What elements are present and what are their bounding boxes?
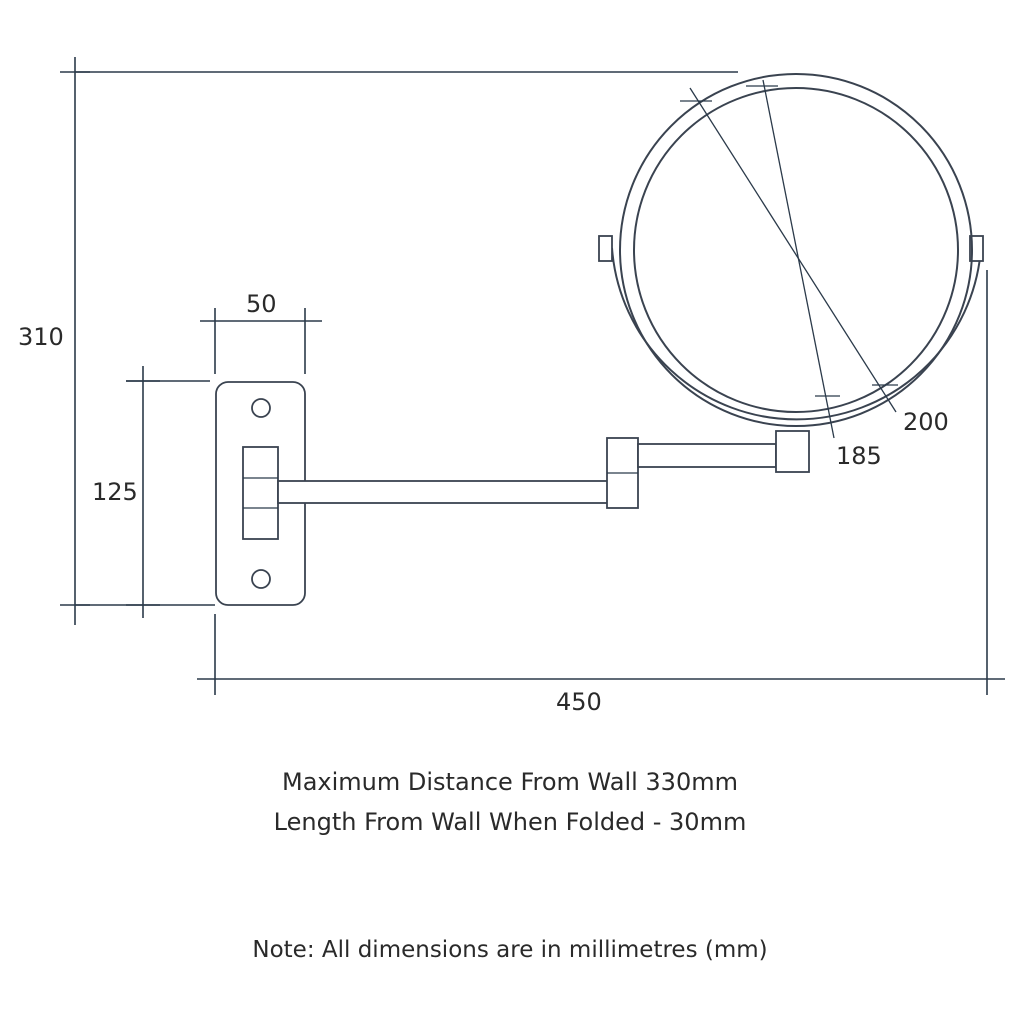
mirror-pivot-left bbox=[598, 235, 613, 262]
mirror-diameter-leaders: 200 185 bbox=[680, 79, 949, 470]
plate-height-label: 125 bbox=[92, 478, 138, 506]
elbow-joint bbox=[606, 437, 639, 509]
plate-height-dimension: 125 bbox=[92, 366, 210, 618]
plate-hinge bbox=[242, 446, 279, 540]
overall-width-dimension: 450 bbox=[197, 270, 1005, 716]
mirror-pivot-right bbox=[969, 235, 984, 262]
screw-hole-top bbox=[251, 398, 271, 418]
mirror bbox=[598, 73, 984, 473]
overall-height-dimension: 310 bbox=[18, 57, 738, 625]
mirror-glass bbox=[633, 87, 959, 413]
overall-height-label: 310 bbox=[18, 323, 64, 351]
mirror-mount-block bbox=[775, 430, 810, 473]
plate-width-dimension: 50 bbox=[200, 290, 322, 374]
max-distance-note: Maximum Distance From Wall 330mm bbox=[282, 768, 738, 796]
mirror-outer-rim bbox=[619, 73, 973, 427]
units-note: Note: All dimensions are in millimetres … bbox=[252, 937, 768, 963]
mirror-outer-diameter-label: 200 bbox=[903, 408, 949, 436]
folded-length-note: Length From Wall When Folded - 30mm bbox=[273, 808, 747, 836]
lower-arm bbox=[277, 480, 609, 504]
plate-width-label: 50 bbox=[246, 290, 277, 318]
mirror-inner-diameter-label: 185 bbox=[836, 442, 882, 470]
screw-hole-bottom bbox=[251, 569, 271, 589]
upper-arm bbox=[637, 443, 777, 468]
overall-width-label: 450 bbox=[556, 688, 602, 716]
